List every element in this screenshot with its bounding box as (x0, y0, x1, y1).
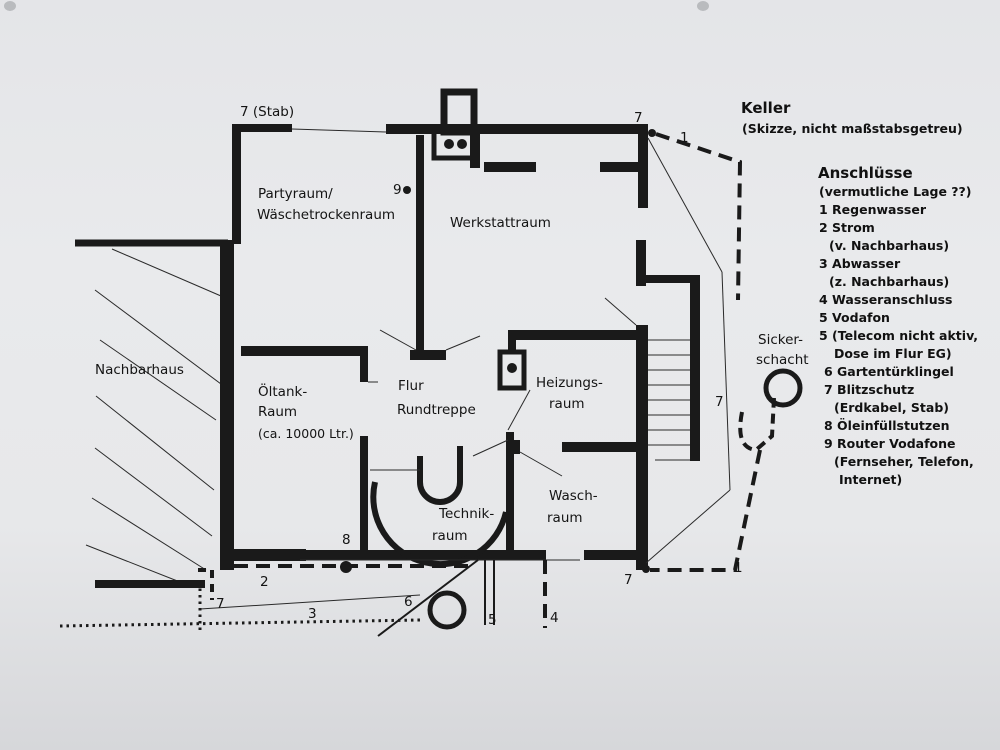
room-heizung-line1: Heizungs- (536, 375, 603, 391)
room-oeltank-line1: Öltank- (258, 382, 307, 400)
legend-line: Dose im Flur EG) (834, 346, 952, 361)
label-sicker-line2: schacht (756, 352, 809, 368)
line-2-bend (198, 568, 214, 600)
legend-line: 5 (Telecom nicht aktiv, (819, 328, 978, 343)
room-party-line2: Wäschetrockenraum (257, 207, 395, 223)
legend-line: 3 Abwasser (819, 256, 901, 271)
marker-7-dot-top (648, 129, 656, 137)
label-7-right: 7 (715, 394, 724, 410)
label-2: 2 (260, 574, 269, 590)
room-oeltank-line2: Raum (258, 404, 297, 420)
line-1-top (655, 132, 743, 301)
label-6: 6 (404, 594, 413, 610)
label-4: 4 (550, 610, 559, 626)
room-flur-line1: Flur (398, 378, 424, 394)
label-7-left: 7 (216, 596, 225, 612)
room-technik-line2: raum (432, 528, 468, 544)
room-heizung-line2: raum (549, 396, 585, 412)
legend-line: 5 Vodafon (819, 310, 890, 325)
label-5: 5 (488, 612, 497, 628)
room-oeltank-line3: (ca. 10000 Ltr.) (258, 426, 354, 441)
manhole-circle (427, 590, 467, 630)
label-9: 9 (393, 182, 402, 198)
marker-7-dot-bottom (642, 565, 650, 573)
neighbour-wall-bottom (95, 580, 205, 588)
room-flur-line2: Rundtreppe (397, 402, 476, 418)
sickerschacht-connection (738, 397, 776, 453)
line-6-klingel (377, 559, 479, 637)
room-werkstatt: Werkstattraum (450, 215, 551, 231)
legend-line: 2 Strom (819, 220, 875, 235)
legend-line: 9 Router Vodafone (824, 436, 956, 451)
label-7-top: 7 (634, 110, 643, 126)
legend-heading: Anschlüsse (818, 164, 913, 182)
label-1-top: 1 (680, 130, 689, 146)
legend-line: (z. Nachbarhaus) (829, 274, 949, 289)
legend-line: (Fernseher, Telefon, (834, 454, 974, 469)
legend-line: (vermutliche Lage ??) (819, 184, 972, 199)
neighbour-hatching (75, 239, 228, 583)
legend-line: Internet) (839, 472, 902, 487)
door-swings (199, 128, 731, 610)
label-3: 3 (308, 606, 317, 622)
legend: Anschlüsse (vermutliche Lage ??) 1 Regen… (818, 164, 978, 487)
room-party-line1: Partyraum/ (258, 186, 333, 202)
legend-line: 4 Wasseranschluss (819, 292, 953, 307)
label-8: 8 (342, 532, 351, 548)
walls (220, 88, 700, 570)
label-1-bottom: 1 (734, 560, 743, 576)
label-7-bottom: 7 (624, 572, 633, 588)
line-5-cables (484, 560, 495, 625)
punch-hole-right (697, 1, 709, 11)
punch-hole-left (4, 1, 16, 11)
line-1-bottom (650, 449, 762, 572)
label-stab: 7 (Stab) (240, 104, 294, 120)
room-wasch-line1: Wasch- (549, 488, 598, 504)
room-wasch-line2: raum (547, 510, 583, 526)
legend-line: 8 Öleinfüllstutzen (824, 418, 949, 433)
title: Keller (741, 99, 791, 117)
legend-line: 1 Regenwasser (819, 202, 927, 217)
subtitle: (Skizze, nicht maßstabsgetreu) (742, 121, 963, 136)
label-nachbarhaus: Nachbarhaus (95, 362, 184, 378)
label-sicker-line1: Sicker- (758, 332, 803, 348)
line-3-abwasser (59, 618, 421, 628)
legend-line: (v. Nachbarhaus) (829, 238, 949, 253)
room-technik-line1: Technik- (438, 506, 494, 522)
marker-8-dot (340, 561, 352, 573)
sickerschacht-circle (763, 368, 803, 408)
marker-9-dot (403, 186, 411, 194)
legend-line: (Erdkabel, Stab) (834, 400, 949, 415)
legend-line: 6 Gartentürklingel (824, 364, 954, 379)
legend-line: 7 Blitzschutz (824, 382, 914, 397)
